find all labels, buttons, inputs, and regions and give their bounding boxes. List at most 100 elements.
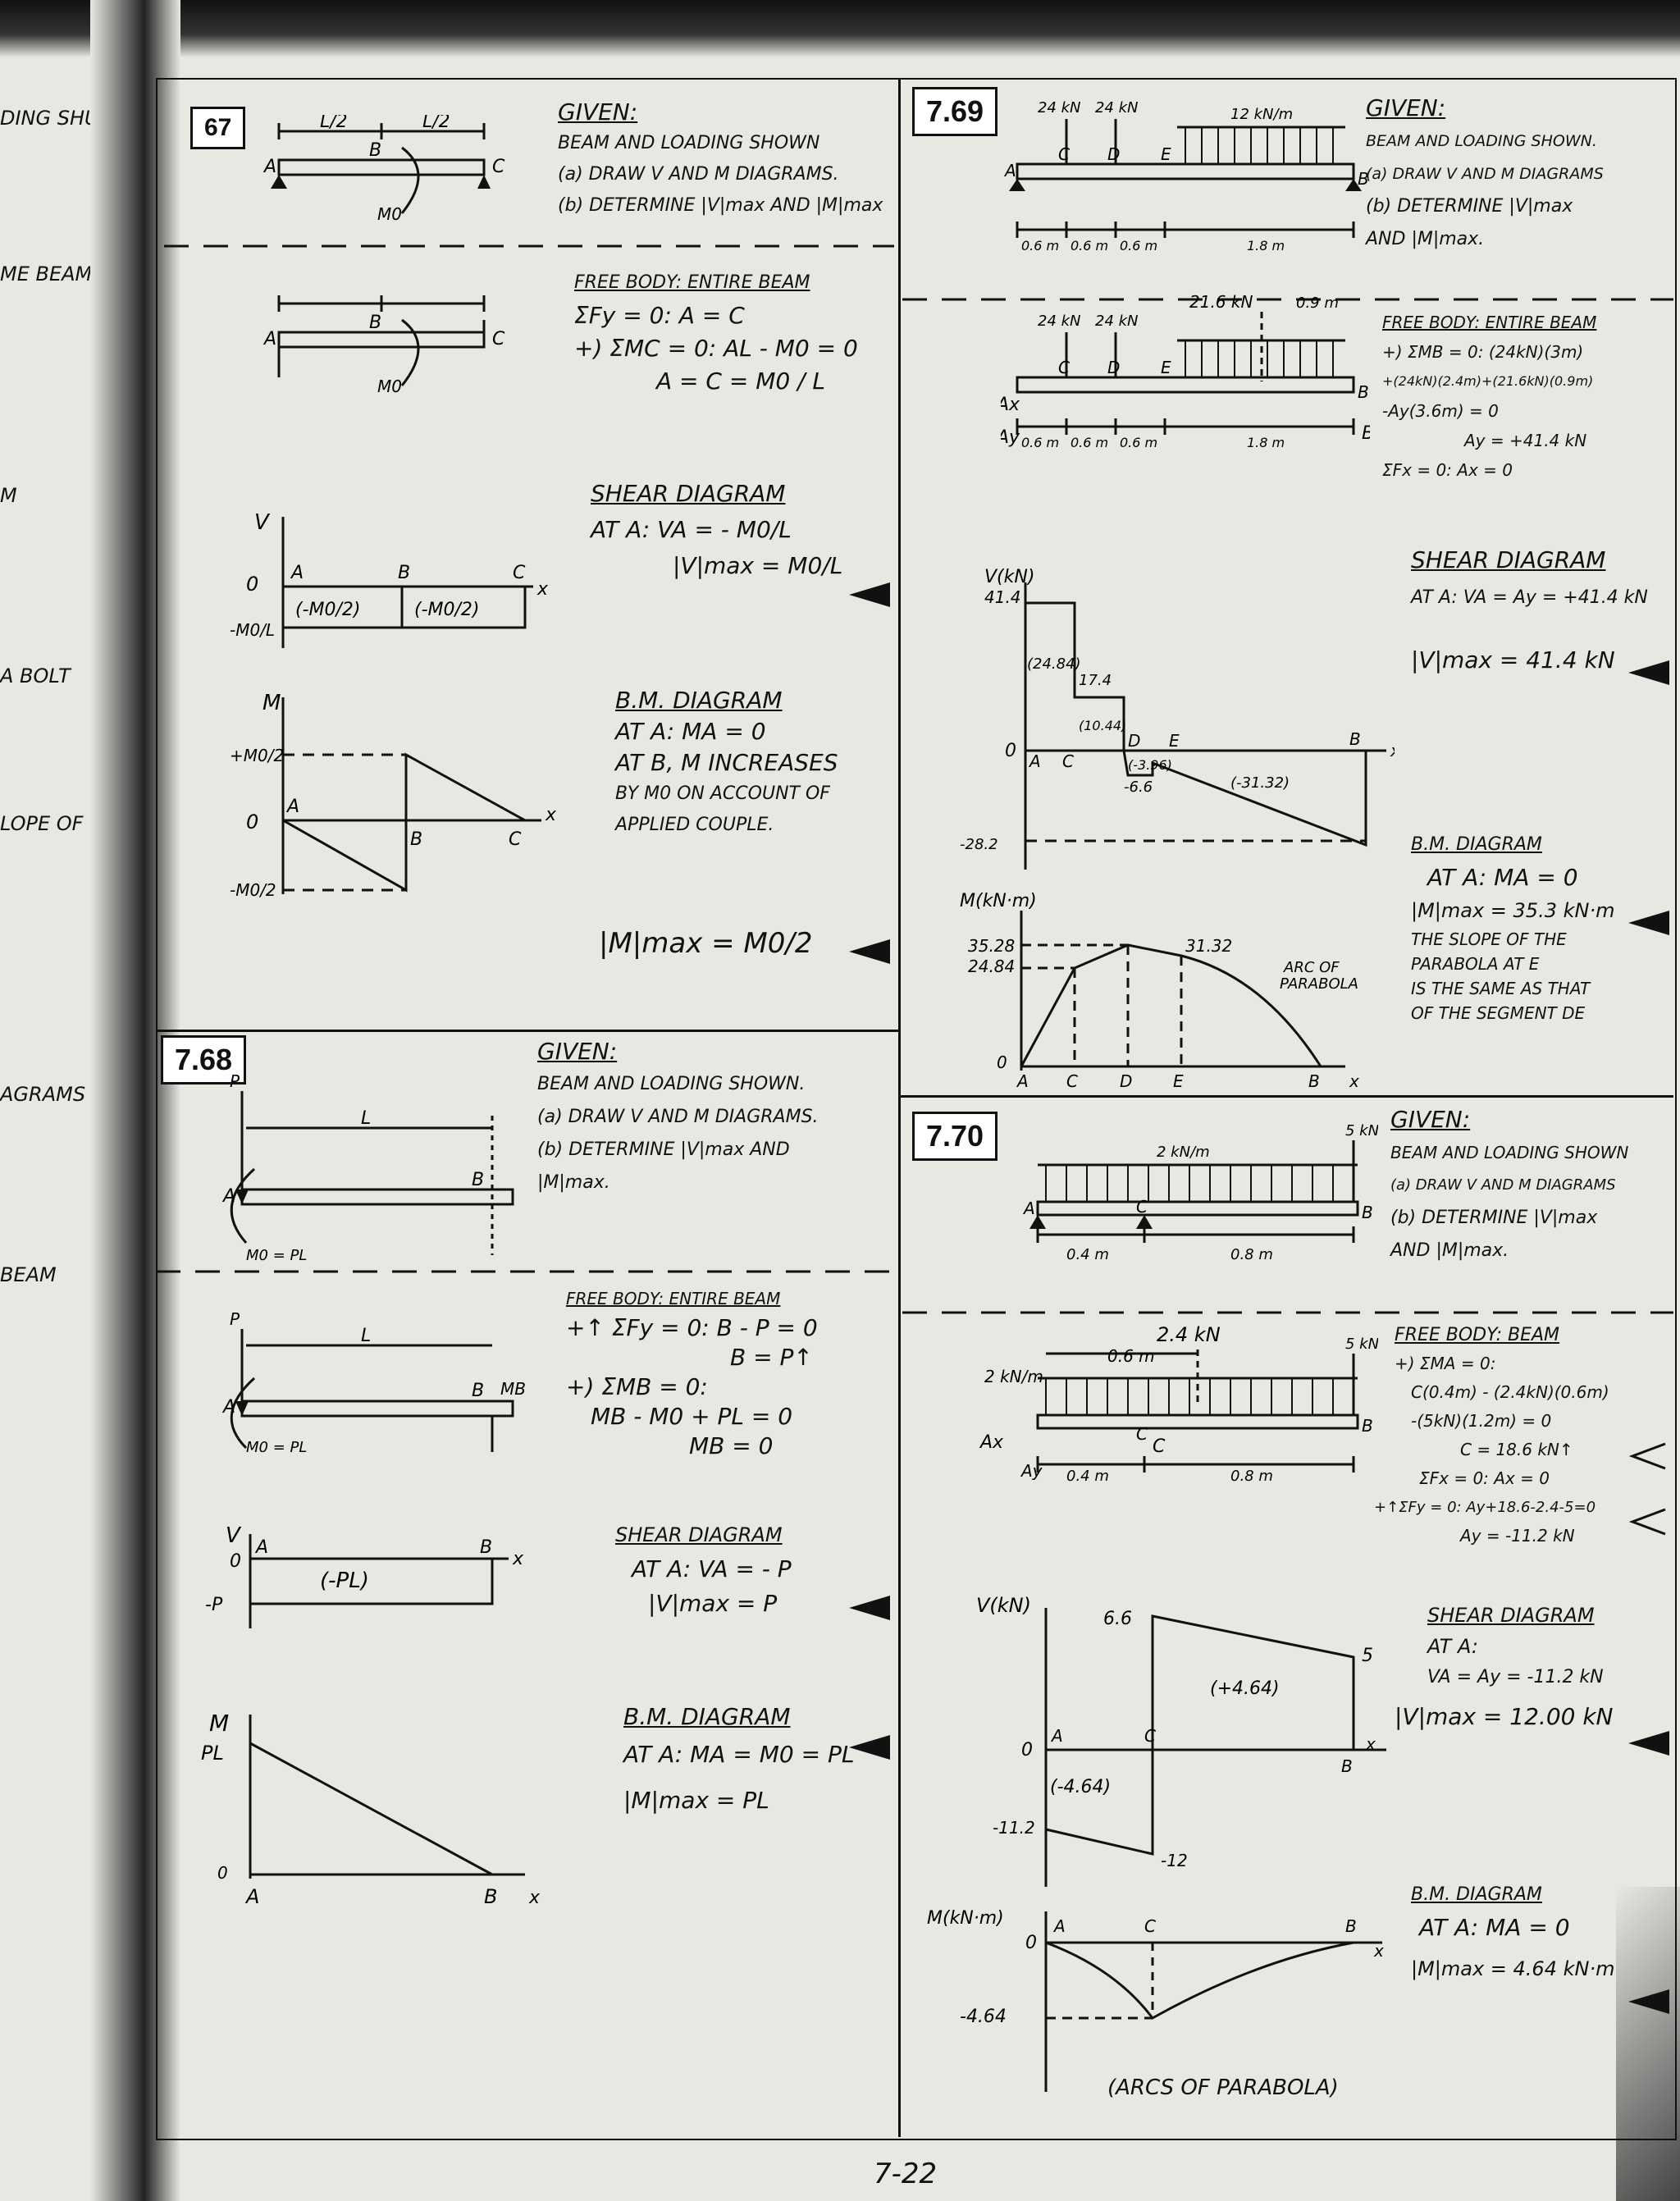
chart-annotation: 17.4	[1079, 672, 1112, 689]
svg-text:0: 0	[1005, 741, 1016, 761]
equation: AT A: MA = 0	[615, 718, 766, 745]
svg-text:D: D	[1120, 1071, 1132, 1091]
note: BY M0 ON ACCOUNT OF	[615, 783, 830, 804]
given-line: (b) DETERMINE |V|max AND |M|max	[558, 195, 883, 216]
equation: AT A:	[1427, 1635, 1478, 1658]
shear-block: SHEAR DIAGRAM AT A: VA = Ay = -11.2 kN |…	[1395, 1600, 1614, 1733]
result-arrows	[849, 582, 890, 964]
equation: -Ay(3.6m) = 0	[1382, 401, 1499, 421]
svg-text:B: B	[410, 829, 422, 850]
bm-block: B.M. DIAGRAM AT A: MA = 0 |M|max = 4.64 …	[1411, 1879, 1614, 1985]
chart-annotation: PARABOLA	[1280, 975, 1358, 993]
chart-annotation: -12	[1161, 1851, 1188, 1870]
note: THE SLOPE OF THE	[1411, 929, 1567, 949]
load-label: 2 kN/m	[1157, 1144, 1210, 1161]
binding-shadow	[90, 0, 180, 2201]
given-line: AND |M|max.	[1366, 229, 1485, 249]
shear-block: SHEAR DIAGRAM AT A: VA = - M0/L |V|max =…	[591, 476, 842, 584]
given-line: AND |M|max.	[1390, 1240, 1509, 1261]
dim-label: 1.8 m	[1247, 435, 1285, 450]
prev-page-sliver: DING SHU ME BEAM M A BOLT LOPE OF TH AGR…	[0, 107, 90, 1286]
load-label: 5 kN	[1345, 1122, 1378, 1139]
svg-text:A: A	[1028, 751, 1041, 771]
load-label: 24 kN	[1038, 99, 1081, 116]
problem-label: 7.70	[912, 1112, 998, 1161]
svg-text:B: B	[369, 313, 381, 333]
result-arrows	[1628, 1442, 1669, 2014]
result: |M|max = 35.3 kN·m	[1411, 899, 1615, 922]
given-block: GIVEN: BEAM AND LOADING SHOWN (a) DRAW V…	[558, 97, 883, 221]
load-label: 24 kN	[1038, 313, 1081, 330]
svg-text:0: 0	[230, 1551, 241, 1572]
svg-text:B: B	[1358, 382, 1369, 402]
result: |V|max = M0/L	[673, 552, 843, 579]
svg-text:A: A	[262, 157, 276, 177]
given-heading: GIVEN:	[1390, 1106, 1471, 1133]
chart-annotation: 35.28	[968, 936, 1015, 956]
free-body-heading: FREE BODY: ENTIRE BEAM	[574, 272, 810, 293]
svg-text:L: L	[361, 1108, 371, 1129]
result: |M|max = M0/2	[599, 927, 813, 960]
bm-block: B.M. DIAGRAM AT A: MA = M0 = PL |M|max =…	[623, 1698, 854, 1820]
svg-text:C: C	[1136, 1197, 1148, 1217]
equation: ΣFy = 0: A = C	[574, 302, 745, 329]
problem-label: 7.69	[912, 87, 998, 136]
chart-annotation: 6.6	[1103, 1609, 1132, 1629]
chart-annotation: -4.64	[960, 2007, 1007, 2027]
svg-text:A: A	[1052, 1916, 1066, 1936]
svg-text:A: A	[262, 329, 276, 349]
dim-label: 1.8 m	[1247, 238, 1285, 253]
bm-heading: B.M. DIAGRAM	[615, 687, 783, 714]
equation: +↑ ΣFy = 0: B - P = 0	[566, 1314, 818, 1341]
free-body-block: FREE BODY: ENTIRE BEAM +↑ ΣFy = 0: B - P…	[566, 1284, 818, 1461]
right-shadow	[1616, 1887, 1680, 2201]
chart-annotation: (-31.32)	[1230, 774, 1290, 792]
given-block: GIVEN: BEAM AND LOADING SHOWN. (a) DRAW …	[537, 1035, 819, 1199]
svg-text:V(kN): V(kN)	[984, 567, 1034, 587]
free-body-heading: FREE BODY: ENTIRE BEAM	[566, 1289, 781, 1308]
svg-text:M0: M0	[377, 377, 402, 394]
chart-annotation: -28.2	[960, 836, 998, 853]
equation: +) ΣMC = 0: AL - M0 = 0	[574, 335, 858, 362]
dim-label: 0.6 m	[1071, 435, 1108, 450]
load-label: 12 kN/m	[1230, 106, 1293, 123]
svg-text:B: B	[1349, 729, 1361, 749]
svg-text:E: E	[1173, 1071, 1184, 1091]
svg-text:x: x	[1373, 1941, 1384, 1961]
svg-text:Ax: Ax	[1001, 395, 1020, 415]
problem-label: 7.68	[161, 1035, 247, 1085]
dim-label: 0.6 m	[1021, 435, 1059, 450]
svg-text:0: 0	[1021, 1740, 1033, 1760]
equation: AT A: MA = M0 = PL	[623, 1741, 855, 1768]
svg-text:0: 0	[997, 1053, 1007, 1072]
shear-block: SHEAR DIAGRAM AT A: VA = - P |V|max = P	[615, 1518, 792, 1621]
svg-text:E: E	[1169, 731, 1180, 751]
svg-text:V: V	[254, 510, 271, 535]
svg-text:A: A	[285, 797, 299, 817]
bm-heading: B.M. DIAGRAM	[1411, 1884, 1542, 1905]
svg-text:B: B	[1362, 423, 1370, 444]
chart-annotation: (-M0/2)	[295, 600, 361, 620]
given-line: BEAM AND LOADING SHOWN.	[537, 1074, 806, 1094]
given-line: (b) DETERMINE |V|max	[1390, 1208, 1598, 1228]
svg-text:A: A	[244, 1885, 259, 1908]
chart-annotation: -11.2	[993, 1818, 1035, 1838]
chart-annotation: 41.4	[984, 587, 1021, 607]
svg-text:D: D	[1128, 731, 1140, 751]
note: APPLIED COUPLE.	[615, 815, 774, 835]
page-frame	[156, 78, 1677, 2140]
moment-line	[282, 752, 526, 893]
equation: +↑ΣFy = 0: Ay+18.6-2.4-5=0	[1374, 1499, 1596, 1516]
svg-text:B: B	[472, 1381, 484, 1401]
svg-text:x: x	[1349, 1071, 1359, 1091]
svg-text:B: B	[398, 563, 410, 583]
svg-text:x: x	[545, 805, 557, 825]
svg-text:D: D	[1107, 358, 1120, 377]
vertical-divider	[898, 78, 901, 2137]
given-block: GIVEN: BEAM AND LOADING SHOWN. (a) DRAW …	[1366, 92, 1604, 256]
svg-text:B: B	[369, 140, 381, 161]
equation: +) ΣMA = 0:	[1395, 1354, 1496, 1373]
equation: +) ΣMB = 0:	[566, 1373, 708, 1400]
